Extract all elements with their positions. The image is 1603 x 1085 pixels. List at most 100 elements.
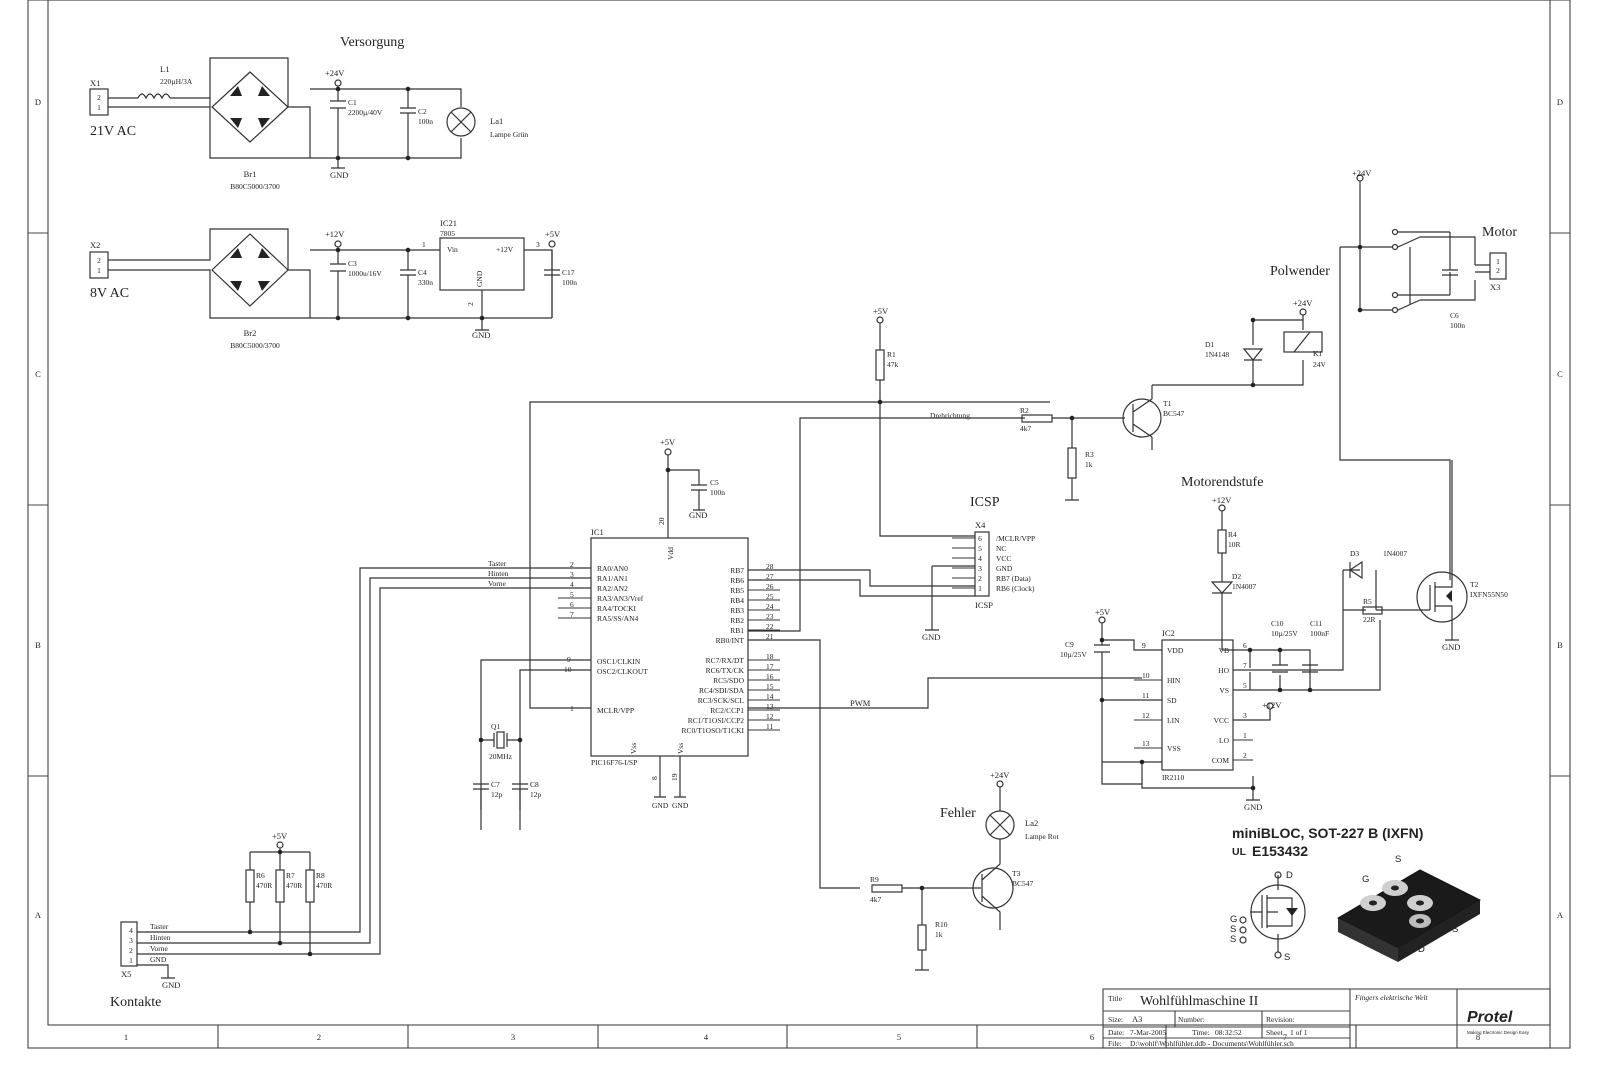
col-label: 8 [1476, 1032, 1480, 1042]
pin-number: 15 [766, 682, 774, 691]
label-c7: C7 [491, 780, 500, 789]
package-pin-label: S [1230, 924, 1236, 935]
pin-number: 2 [570, 560, 574, 569]
pin-label: 1 [129, 956, 133, 965]
label-r6-value: 470R [256, 881, 272, 890]
wire [1342, 569, 1418, 611]
pin-number: 13 [1142, 739, 1150, 748]
pin-number: 26 [766, 582, 774, 591]
col-label: 2 [317, 1032, 321, 1042]
label-c5: C5 [710, 478, 719, 487]
label-c1: C1 [348, 98, 357, 107]
pin-name: RB7 [730, 566, 744, 575]
wire [748, 417, 1142, 889]
block-title-icsp: ICSP [970, 495, 1000, 510]
net-label: Taster [150, 922, 169, 931]
motorendstufe-section: +12V R4 10R D2 1N4007 D3 1N4007 R5 22R T… [1060, 460, 1508, 812]
pin-number: 8 [650, 776, 659, 780]
protel-logo: Protel [1467, 1009, 1513, 1026]
pin-name: RA1/AN1 [597, 574, 628, 583]
pin-number: 5 [570, 590, 574, 599]
pin-number: 5 [978, 544, 982, 553]
label-t2: T2 [1470, 580, 1479, 589]
label-gnd: GND [1244, 802, 1262, 812]
capacitor-c2 [400, 89, 416, 158]
capacitor-c3 [330, 247, 346, 318]
pin-number: 21 [766, 632, 774, 641]
connector-x4 [974, 531, 990, 597]
label-ic21: IC21 [440, 218, 457, 228]
label-gnd: GND [162, 980, 180, 990]
col-label: 3 [511, 1032, 515, 1042]
pin-number: 24 [766, 602, 774, 611]
diode-d3 [1348, 560, 1363, 580]
label-icsp: ICSP [975, 600, 993, 610]
package-pin-label: D [1418, 944, 1425, 955]
pin-number: 25 [766, 592, 774, 601]
package-pin-label: S [1284, 952, 1290, 963]
pin-number: 7 [570, 610, 574, 619]
pin-number: 12 [1142, 711, 1150, 720]
resistor-r6 [245, 869, 255, 903]
transistor-t1-pins [1132, 385, 1153, 450]
fehler-section: +24V La2 Lampe Rot R9 4k7 R10 1k T3 BC54… [870, 770, 1059, 971]
pin-number: 4 [978, 554, 982, 563]
wire [249, 848, 311, 954]
mcu-left-pins: RA0/AN02TasterRA1/AN13HintenRA2/AN24Vorn… [488, 559, 644, 623]
package-pin-label: S [1452, 924, 1458, 935]
number-label: Number: [1178, 1015, 1205, 1024]
net-label: Taster [488, 559, 507, 568]
pin-number: 7 [1243, 661, 1247, 670]
label-gnd: GND [652, 801, 669, 810]
col-label: 7 [1283, 1032, 1287, 1042]
label-c17-value: 100n [562, 278, 577, 287]
pin-name: RB6 (Clock) [996, 584, 1035, 593]
date-label: Date: [1108, 1028, 1124, 1037]
pin-number: 18 [766, 652, 774, 661]
bridge-rectifier-br1 [211, 71, 289, 143]
package-pin-label: G [1362, 874, 1369, 885]
label-d2-value: 1N4007 [1232, 582, 1256, 591]
capacitor-c1 [330, 86, 346, 169]
block-title-fehler: Fehler [940, 806, 976, 821]
pin-name: SD [1167, 696, 1177, 705]
wire [667, 455, 707, 538]
wire [480, 401, 1050, 810]
gate-driver-ic2 [1161, 639, 1234, 771]
power-port-12v [1218, 504, 1226, 512]
label-d1: D1 [1205, 340, 1214, 349]
label-c1-value: 2200µ/40V [348, 108, 383, 117]
pin-number: 6 [1243, 641, 1247, 650]
pin-label: 2 [97, 93, 101, 102]
pin-number: 10 [1142, 671, 1150, 680]
label-r10-value: 1k [935, 930, 943, 939]
col-label: 1 [124, 1032, 128, 1042]
pin-name: OSC1/CLKIN [597, 657, 641, 666]
label-gnd: GND [922, 632, 940, 642]
lamp-la2 [985, 810, 1015, 840]
label-r4: R4 [1228, 530, 1237, 539]
label-5v: +5V [545, 229, 561, 239]
pin-number: 4 [570, 580, 574, 589]
wire [310, 249, 552, 319]
capacitor-c11 [1302, 664, 1318, 673]
block-title-polwender: Polwender [1270, 264, 1330, 279]
power-port-24v [334, 79, 342, 87]
label-t1: T1 [1163, 399, 1172, 408]
inductor-l1 [137, 93, 210, 100]
label-x1: X1 [90, 78, 100, 88]
label-r4-value: 10R [1228, 540, 1241, 549]
label-r10: R10 [935, 920, 948, 929]
row-label: A [1557, 910, 1564, 920]
pin-name: +12V [496, 245, 514, 254]
pin-name: VS [1219, 686, 1229, 695]
label-gnd: GND [472, 330, 490, 340]
package-pin-label: S [1230, 934, 1236, 945]
pin-name: Vdd [666, 547, 675, 560]
mosfet-symbol-icon [1239, 871, 1306, 959]
row-label: A [35, 910, 42, 920]
col-label: 4 [704, 1032, 709, 1042]
pin-name: Vss [676, 743, 685, 754]
